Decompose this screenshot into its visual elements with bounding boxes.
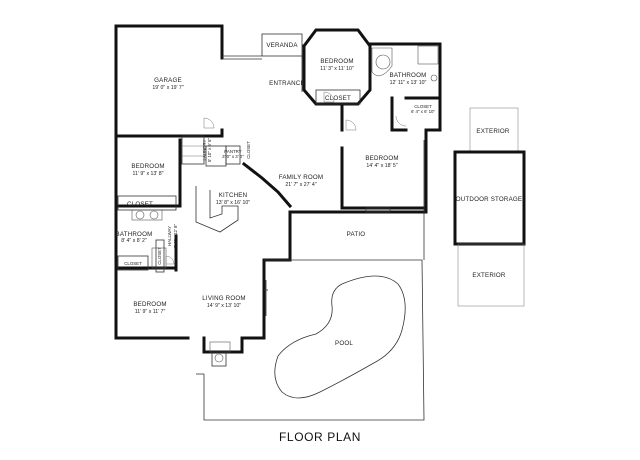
closet-kitchen-label: CLOSET — [246, 141, 251, 159]
bathroom-master-dims: 12' 11" x 13' 10" — [390, 80, 427, 86]
bedroom-top-label: BEDROOM — [320, 58, 353, 65]
garage-label: GARAGE — [154, 77, 182, 84]
outer-walls — [114, 24, 442, 354]
pantry-dims: 3' 0" x 3' 0" — [222, 154, 244, 159]
family-room-label: FAMILY ROOM — [279, 174, 324, 181]
kitchen-dims: 13' 8" x 16' 10" — [216, 200, 250, 206]
bedroom-right-label: BEDROOM — [365, 155, 398, 162]
closet-master-label: CLOSET — [414, 104, 432, 109]
closet-master-dims: 6' 4" x 6' 10" — [411, 109, 436, 114]
pantry-label: PANTRY — [224, 149, 241, 154]
living-room-dims: 14' 9" x 13' 10" — [207, 303, 241, 309]
exterior-top-label: EXTERIOR — [476, 128, 510, 135]
hallway-label: HALLWAY — [167, 226, 172, 246]
patio-label: PATIO — [347, 231, 366, 238]
bathroom-master-label: BATHROOM — [390, 72, 427, 79]
bedroom-right-dims: 14' 4" x 18' 5" — [366, 163, 397, 169]
pool-outline — [274, 275, 406, 399]
hallway-dims: 3' 1" x 12' 8" — [173, 224, 178, 249]
garage-dims: 19' 0" x 19' 7" — [152, 85, 183, 91]
room-labels: GARAGE 19' 0" x 19' 7" VERANDA BEDROOM 1… — [116, 42, 523, 444]
bedroom-bottom-label: BEDROOM — [133, 301, 166, 308]
bedroom-left-label: BEDROOM — [131, 163, 164, 170]
family-room-dims: 21' 7" x 27' 4" — [285, 182, 316, 188]
closet-small-label: CLOSET — [124, 261, 142, 266]
closet-hall-label: CLOSET — [157, 247, 162, 265]
plan-title: FLOOR PLAN — [279, 430, 361, 444]
living-room-label: LIVING ROOM — [202, 295, 245, 302]
entrance-label: ENTRANCE — [269, 80, 305, 87]
outdoor-storage-label: OUTDOOR STORAGE — [456, 196, 523, 203]
interior-details — [117, 33, 526, 421]
veranda-label: VERANDA — [266, 42, 298, 49]
laundry-dims: 5' 10" x 6' 5" — [207, 138, 212, 163]
exterior-bottom-label: EXTERIOR — [472, 272, 506, 279]
bathroom-left-label: BATHROOM — [116, 231, 153, 238]
kitchen-label: KITCHEN — [219, 192, 248, 199]
bedroom-top-dims: 11' 3" x 11' 10" — [320, 66, 354, 72]
bathroom-left-dims: 8' 4" x 8' 2" — [121, 238, 147, 244]
bedroom-left-dims: 11' 9" x 13' 8" — [133, 171, 164, 177]
pool-label: POOL — [335, 340, 353, 347]
laundry-label: LAUNDRY — [202, 139, 207, 160]
closet-left-label: CLOSET — [127, 201, 153, 208]
closet-top-label: CLOSET — [325, 95, 351, 102]
bedroom-bottom-dims: 11' 9" x 11' 7" — [135, 309, 166, 315]
